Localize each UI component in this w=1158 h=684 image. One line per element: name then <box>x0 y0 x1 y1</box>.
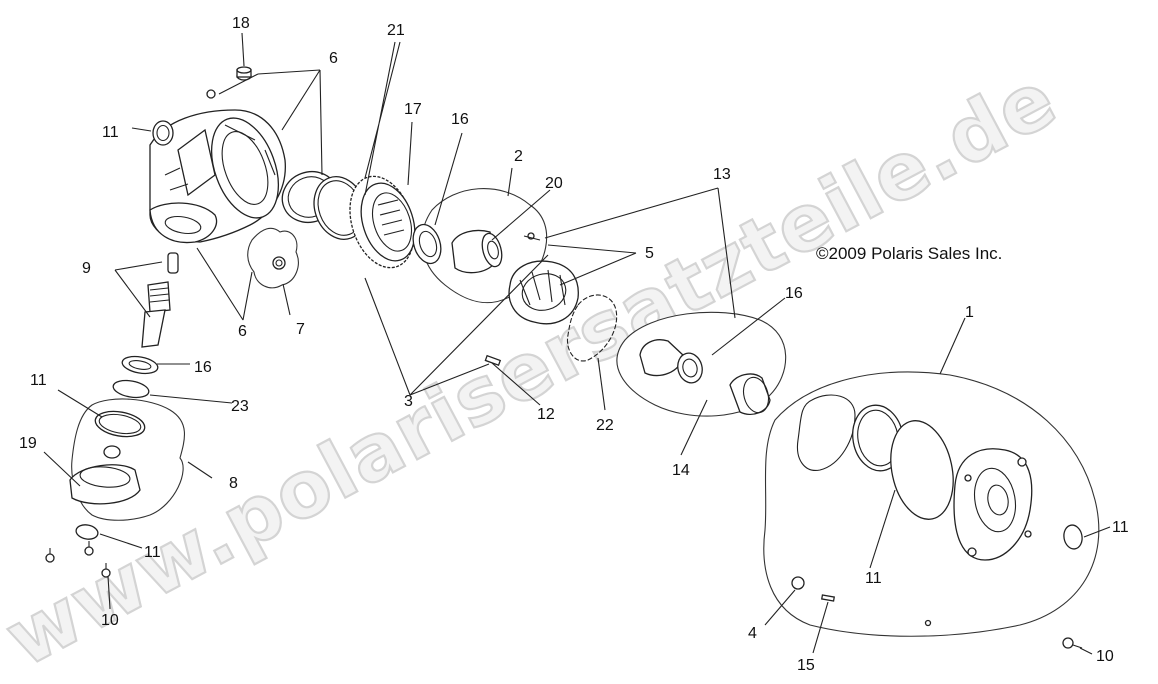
ring-gear-21 <box>349 175 416 269</box>
callout-16-left: 16 <box>194 359 212 376</box>
bolts-10-left <box>45 541 111 578</box>
callout-6-top: 6 <box>329 50 338 67</box>
seal-11-bottom <box>75 524 99 540</box>
callout-21: 21 <box>387 22 405 39</box>
callout-17: 17 <box>404 101 422 118</box>
callout-3: 3 <box>404 393 413 410</box>
copyright-text: ©2009 Polaris Sales Inc. <box>816 244 1002 263</box>
output-gear-set <box>639 339 771 415</box>
pinion-shaft-9 <box>141 252 179 348</box>
callout-labels: 1 2 3 4 5 6 6 7 8 9 10 10 11 11 11 11 11… <box>19 15 1129 674</box>
seal-11-upper <box>152 120 174 146</box>
o-ring-11-lower <box>94 410 146 438</box>
callout-9: 9 <box>82 260 91 277</box>
group-7-outline <box>247 227 299 289</box>
callout-13: 13 <box>713 166 731 183</box>
callout-23: 23 <box>231 398 249 415</box>
part-18-plug <box>236 66 252 81</box>
callout-11-left: 11 <box>30 372 47 389</box>
callout-11-cover: 11 <box>865 570 882 587</box>
callout-14: 14 <box>672 462 690 479</box>
pin-12 <box>484 354 502 367</box>
callout-11-right: 11 <box>1112 519 1129 536</box>
parts <box>45 66 1083 649</box>
callout-10-right: 10 <box>1096 648 1114 665</box>
callout-18: 18 <box>232 15 250 32</box>
bearing-16-pinion <box>121 355 159 375</box>
callout-12: 12 <box>537 406 555 423</box>
callout-11-bottom: 11 <box>144 544 161 561</box>
callout-5: 5 <box>645 245 654 262</box>
leader-lines <box>43 32 1111 655</box>
callout-16-top: 16 <box>451 111 469 128</box>
gearcase-housing <box>149 89 286 244</box>
callout-1: 1 <box>965 304 974 321</box>
end-cover-assembly <box>791 394 1083 627</box>
bolt-10-right <box>1062 637 1083 649</box>
bearing-cap-19 <box>69 445 141 505</box>
clip-ring-22 <box>566 294 618 362</box>
callout-22: 22 <box>596 417 614 434</box>
hub-part-2 <box>451 229 503 274</box>
breather-fitting-7 <box>272 256 286 270</box>
bearing-16-center <box>412 223 442 265</box>
shim-23 <box>112 379 150 399</box>
callout-11-top: 11 <box>102 124 119 141</box>
callout-10-left: 10 <box>101 612 119 629</box>
callout-7: 7 <box>296 321 305 338</box>
callout-19: 19 <box>19 435 37 452</box>
callout-6-bottom: 6 <box>238 323 247 340</box>
callout-20: 20 <box>545 175 563 192</box>
callout-16-right: 16 <box>785 285 803 302</box>
callout-2: 2 <box>514 148 523 165</box>
callout-15: 15 <box>797 657 815 674</box>
callout-4: 4 <box>748 625 757 642</box>
callout-8: 8 <box>229 475 238 492</box>
